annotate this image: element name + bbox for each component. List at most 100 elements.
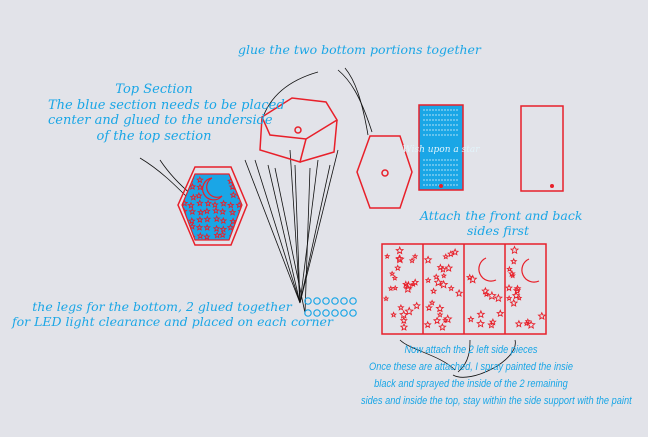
bottom-prism-3d <box>259 97 339 163</box>
star-icon <box>203 223 211 231</box>
star-icon <box>436 311 444 318</box>
star-icon <box>465 273 474 281</box>
star-icon <box>408 257 416 264</box>
star-icon <box>451 248 460 256</box>
star-icon <box>432 273 440 280</box>
star-icon <box>487 290 497 301</box>
star-icon <box>399 322 409 331</box>
star-icon <box>187 201 195 209</box>
star-icon <box>513 284 522 293</box>
star-icon <box>196 231 204 240</box>
star-icon <box>236 233 242 240</box>
star-icon <box>384 253 391 259</box>
star-icon <box>395 254 404 262</box>
star-icon <box>188 222 196 230</box>
instruction-line-1: Now attach the 2 left side pieces <box>404 344 538 356</box>
leg-circle <box>304 297 312 305</box>
legs-label: the legs for the bottom, 2 glued togethe… <box>12 299 333 329</box>
leg-circle <box>349 309 357 317</box>
star-icon <box>424 276 432 284</box>
star-icon <box>433 277 444 287</box>
glue-bottom-label: glue the two bottom portions together <box>238 42 481 57</box>
leg-circle <box>340 297 348 305</box>
star-icon <box>423 320 432 329</box>
star-icon <box>516 294 523 301</box>
star-icon <box>196 199 204 207</box>
star-icon <box>395 254 405 264</box>
star-icon <box>410 280 417 288</box>
star-icon <box>219 225 228 233</box>
leg-circle <box>349 297 357 305</box>
star-icon <box>509 298 519 307</box>
star-icon <box>229 217 237 225</box>
star-icon <box>211 200 219 209</box>
side-panels <box>381 243 547 335</box>
star-icon <box>389 270 396 277</box>
legs <box>304 297 357 317</box>
star-icon <box>394 264 402 272</box>
moon-icon <box>478 257 497 282</box>
star-icon <box>218 231 227 239</box>
star-icon <box>203 232 211 240</box>
star-icon <box>219 216 228 225</box>
star-icon <box>203 207 211 215</box>
star-icon <box>412 301 421 310</box>
star-icon <box>481 286 490 295</box>
star-icon <box>226 223 235 231</box>
star-icon <box>227 201 235 209</box>
leg-circle <box>331 309 339 317</box>
star-icon <box>444 263 454 272</box>
star-icon <box>537 311 547 320</box>
star-icon <box>505 294 513 302</box>
star-icon <box>228 208 237 216</box>
star-icon <box>189 193 198 201</box>
star-icon <box>505 283 513 292</box>
star-icon <box>425 303 433 312</box>
star-icon <box>204 199 212 207</box>
star-icon <box>382 295 390 302</box>
star-icon <box>182 176 188 184</box>
panel-script-text: Wish upon a star <box>402 145 480 155</box>
star-icon <box>387 285 394 292</box>
star-icon <box>403 280 414 290</box>
star-icon <box>395 245 405 255</box>
star-icon <box>236 175 242 183</box>
star-icon <box>213 214 221 223</box>
leg-circle <box>322 309 330 317</box>
star-icon <box>213 231 222 239</box>
star-icon <box>435 303 445 313</box>
star-icon <box>212 206 220 214</box>
star-icon <box>235 201 242 209</box>
star-icon <box>442 314 453 324</box>
instructions-label: Now attach the 2 left side pieces Once t… <box>340 342 632 410</box>
star-icon <box>442 253 450 260</box>
star-icon <box>229 191 238 199</box>
star-icon <box>218 207 227 215</box>
star-icon <box>203 215 212 223</box>
star-icon <box>411 253 419 260</box>
attach-front-back-label: Attach the front and back sides first <box>420 208 583 238</box>
star-icon <box>423 255 433 264</box>
top-section-label: Top Section The blue section needs to be… <box>48 82 285 144</box>
leg-circle <box>322 297 330 305</box>
star-icon <box>428 299 436 306</box>
star-icon <box>219 199 228 207</box>
star-icon <box>506 265 513 273</box>
leg-circle <box>304 309 312 317</box>
star-icon <box>509 272 516 279</box>
star-icon <box>493 293 503 303</box>
star-icon <box>196 183 204 191</box>
leg-circle <box>340 309 348 317</box>
star-icon <box>467 274 478 284</box>
leg-circle <box>313 297 321 305</box>
led-hole <box>439 184 443 188</box>
star-icon <box>404 306 414 316</box>
star-icon <box>212 224 221 232</box>
star-icon <box>196 176 204 184</box>
star-icon <box>188 217 196 225</box>
star-icon <box>440 272 447 279</box>
star-icon <box>188 182 197 190</box>
star-icon <box>467 315 475 323</box>
star-icon <box>438 279 449 289</box>
star-icon <box>196 215 204 224</box>
